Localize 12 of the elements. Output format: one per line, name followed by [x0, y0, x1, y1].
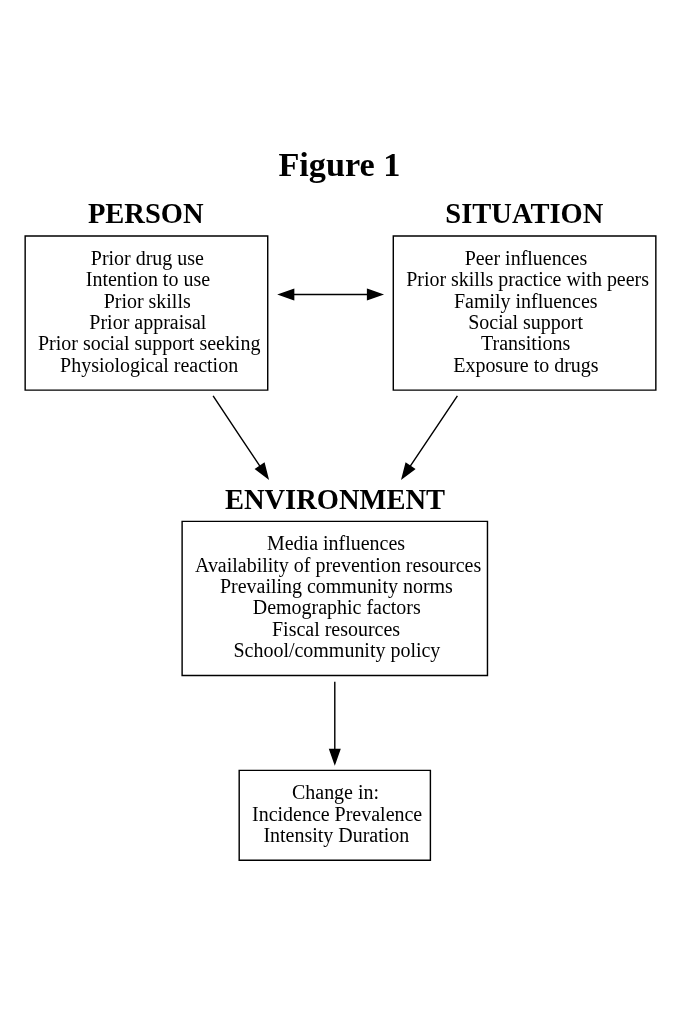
arrow — [212, 395, 270, 480]
arrow — [277, 288, 385, 301]
arrow — [328, 680, 341, 766]
node-label: ENVIRONMENT — [224, 483, 446, 515]
diagram-title: Figure 1 — [278, 145, 401, 184]
arrow — [401, 395, 459, 480]
node-box: Media influences Availability of prevention resources Prevailing community norms Demographic factors Fiscal resources School/community policy — [181, 520, 489, 677]
node-box: Change in: Incidence Prevalence Intensity Duration — [238, 769, 432, 861]
node-label: PERSON — [87, 198, 204, 230]
node-label: SITUATION — [445, 198, 604, 230]
node-box: Peer influences Prior skills practice with peers Family influences Social support Transitions Exposure to drugs — [392, 235, 657, 391]
node-box: Prior drug use Intention to use Prior skills Prior appraisal Prior social support seeking Physiological reaction — [24, 235, 269, 391]
